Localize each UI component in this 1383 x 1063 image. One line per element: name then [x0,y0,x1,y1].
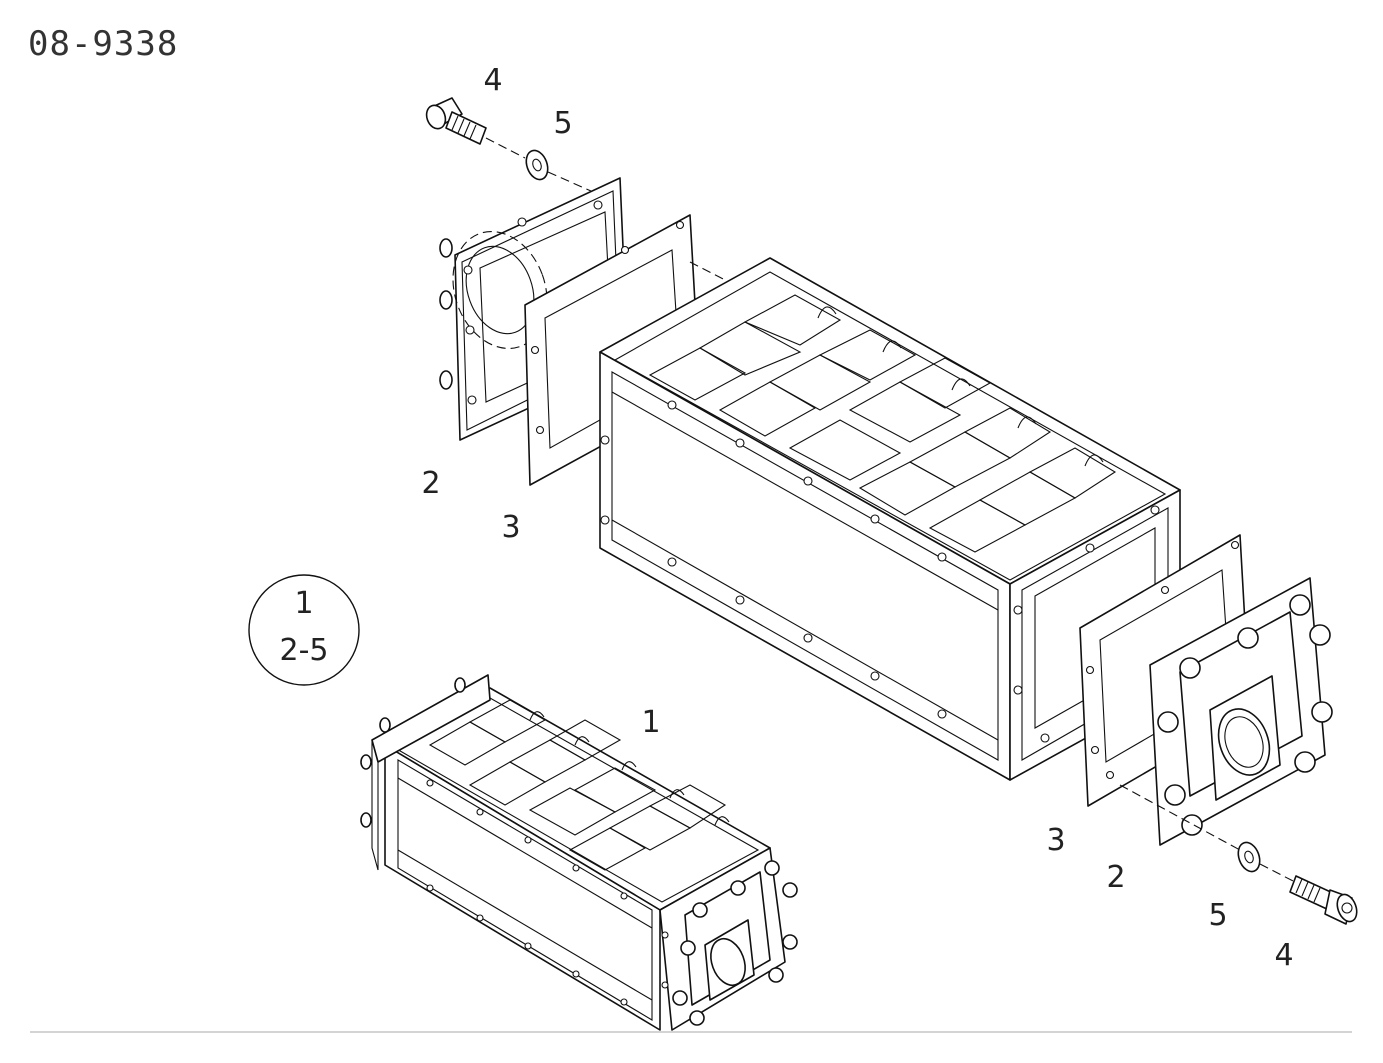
callout-top-gasket: 3 [501,510,520,545]
reference-circle-top: 1 [294,586,313,621]
callout-bottom-washer: 5 [1208,898,1227,933]
reference-circle: 1 2-5 [248,574,360,686]
top-bolt [425,97,487,145]
bottom-cover-plate [1149,577,1333,846]
callout-bottom-cover: 2 [1106,860,1125,895]
bottom-washer [1237,841,1261,873]
assembled-unit [360,674,798,1031]
top-washer [525,149,549,181]
top-bolt-axis [485,137,526,159]
bottom-washer-axis [1259,863,1296,883]
main-housing [599,257,1181,781]
bottom-bolt [1289,875,1358,925]
drawing-number: 08-9338 [28,24,178,64]
callout-top-cover: 2 [421,466,440,501]
callout-bottom-bolt: 4 [1274,938,1293,973]
reference-circle-bottom: 2-5 [280,633,329,668]
bottom-cover-axis [1119,784,1241,851]
callout-assembly: 1 [641,705,660,740]
callout-top-washer: 5 [553,106,572,141]
callout-bottom-gasket: 3 [1046,823,1065,858]
callout-top-bolt: 4 [483,63,502,98]
